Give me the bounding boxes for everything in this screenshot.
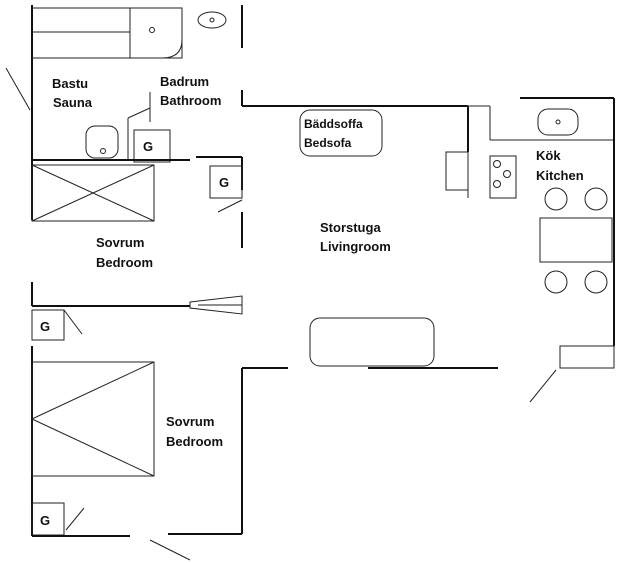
stove	[489, 155, 517, 199]
closet-upper-bedroom	[209, 165, 243, 199]
bedsofa-label-en: Bedsofa	[304, 136, 352, 150]
kitchen: Kök Kitchen	[445, 97, 615, 403]
sauna-label-en: Sauna	[53, 95, 93, 110]
sauna-room: Bastu Sauna	[5, 67, 151, 160]
shower-curve	[161, 8, 183, 59]
livingroom-label-sv: Storstuga	[320, 220, 381, 235]
closet-kitchen	[559, 345, 615, 369]
chair-icon	[584, 270, 608, 294]
closet-label-4: G	[40, 513, 50, 528]
bedroom-lower: G Sovrum Bedroom G	[31, 309, 288, 561]
washbasin-cabinet	[129, 7, 183, 59]
livingroom-label-en: Livingroom	[320, 239, 391, 254]
kitchen-label-en: Kitchen	[536, 168, 584, 183]
kitchen-label-sv: Kök	[536, 148, 561, 163]
dining-table	[539, 217, 613, 263]
window-mid	[189, 295, 243, 315]
bathroom: Badrum Bathroom G	[133, 74, 468, 163]
living-table	[309, 317, 435, 367]
bedroom-upper: G Sovrum Bedroom	[31, 156, 243, 307]
bedroom2-label-en: Bedroom	[166, 434, 223, 449]
bathroom-label-en: Bathroom	[160, 93, 221, 108]
closet-label-1: G	[143, 139, 153, 154]
bedsofa	[299, 109, 383, 157]
bedroom1-label-en: Bedroom	[96, 255, 153, 270]
bedsofa-label-sv: Bäddsoffa	[304, 117, 363, 131]
bathroom-label-sv: Badrum	[160, 74, 209, 89]
sauna-door-swing	[5, 67, 31, 111]
bedroom2-label-sv: Sovrum	[166, 414, 214, 429]
closet-label-2: G	[219, 175, 229, 190]
chair-icon	[544, 187, 568, 211]
toilet-icon	[197, 11, 227, 29]
bed-upper	[31, 164, 155, 222]
sauna-stove	[85, 125, 119, 159]
entrance-door-swing	[149, 539, 191, 561]
sauna-label-sv: Bastu	[52, 76, 88, 91]
closet-label-3: G	[40, 319, 50, 334]
bed-lower	[31, 361, 155, 477]
living-room: Bäddsoffa Bedsofa Storstuga Livingroom	[299, 109, 498, 369]
chair-icon	[544, 270, 568, 294]
bedroom1-label-sv: Sovrum	[96, 235, 144, 250]
closet-bathroom	[133, 129, 171, 163]
kitchen-sink	[537, 108, 579, 136]
chair-icon	[584, 187, 608, 211]
closet-lower-bedroom-top	[31, 309, 65, 341]
kitchen-door-swing	[529, 369, 557, 403]
fridge	[445, 151, 469, 191]
